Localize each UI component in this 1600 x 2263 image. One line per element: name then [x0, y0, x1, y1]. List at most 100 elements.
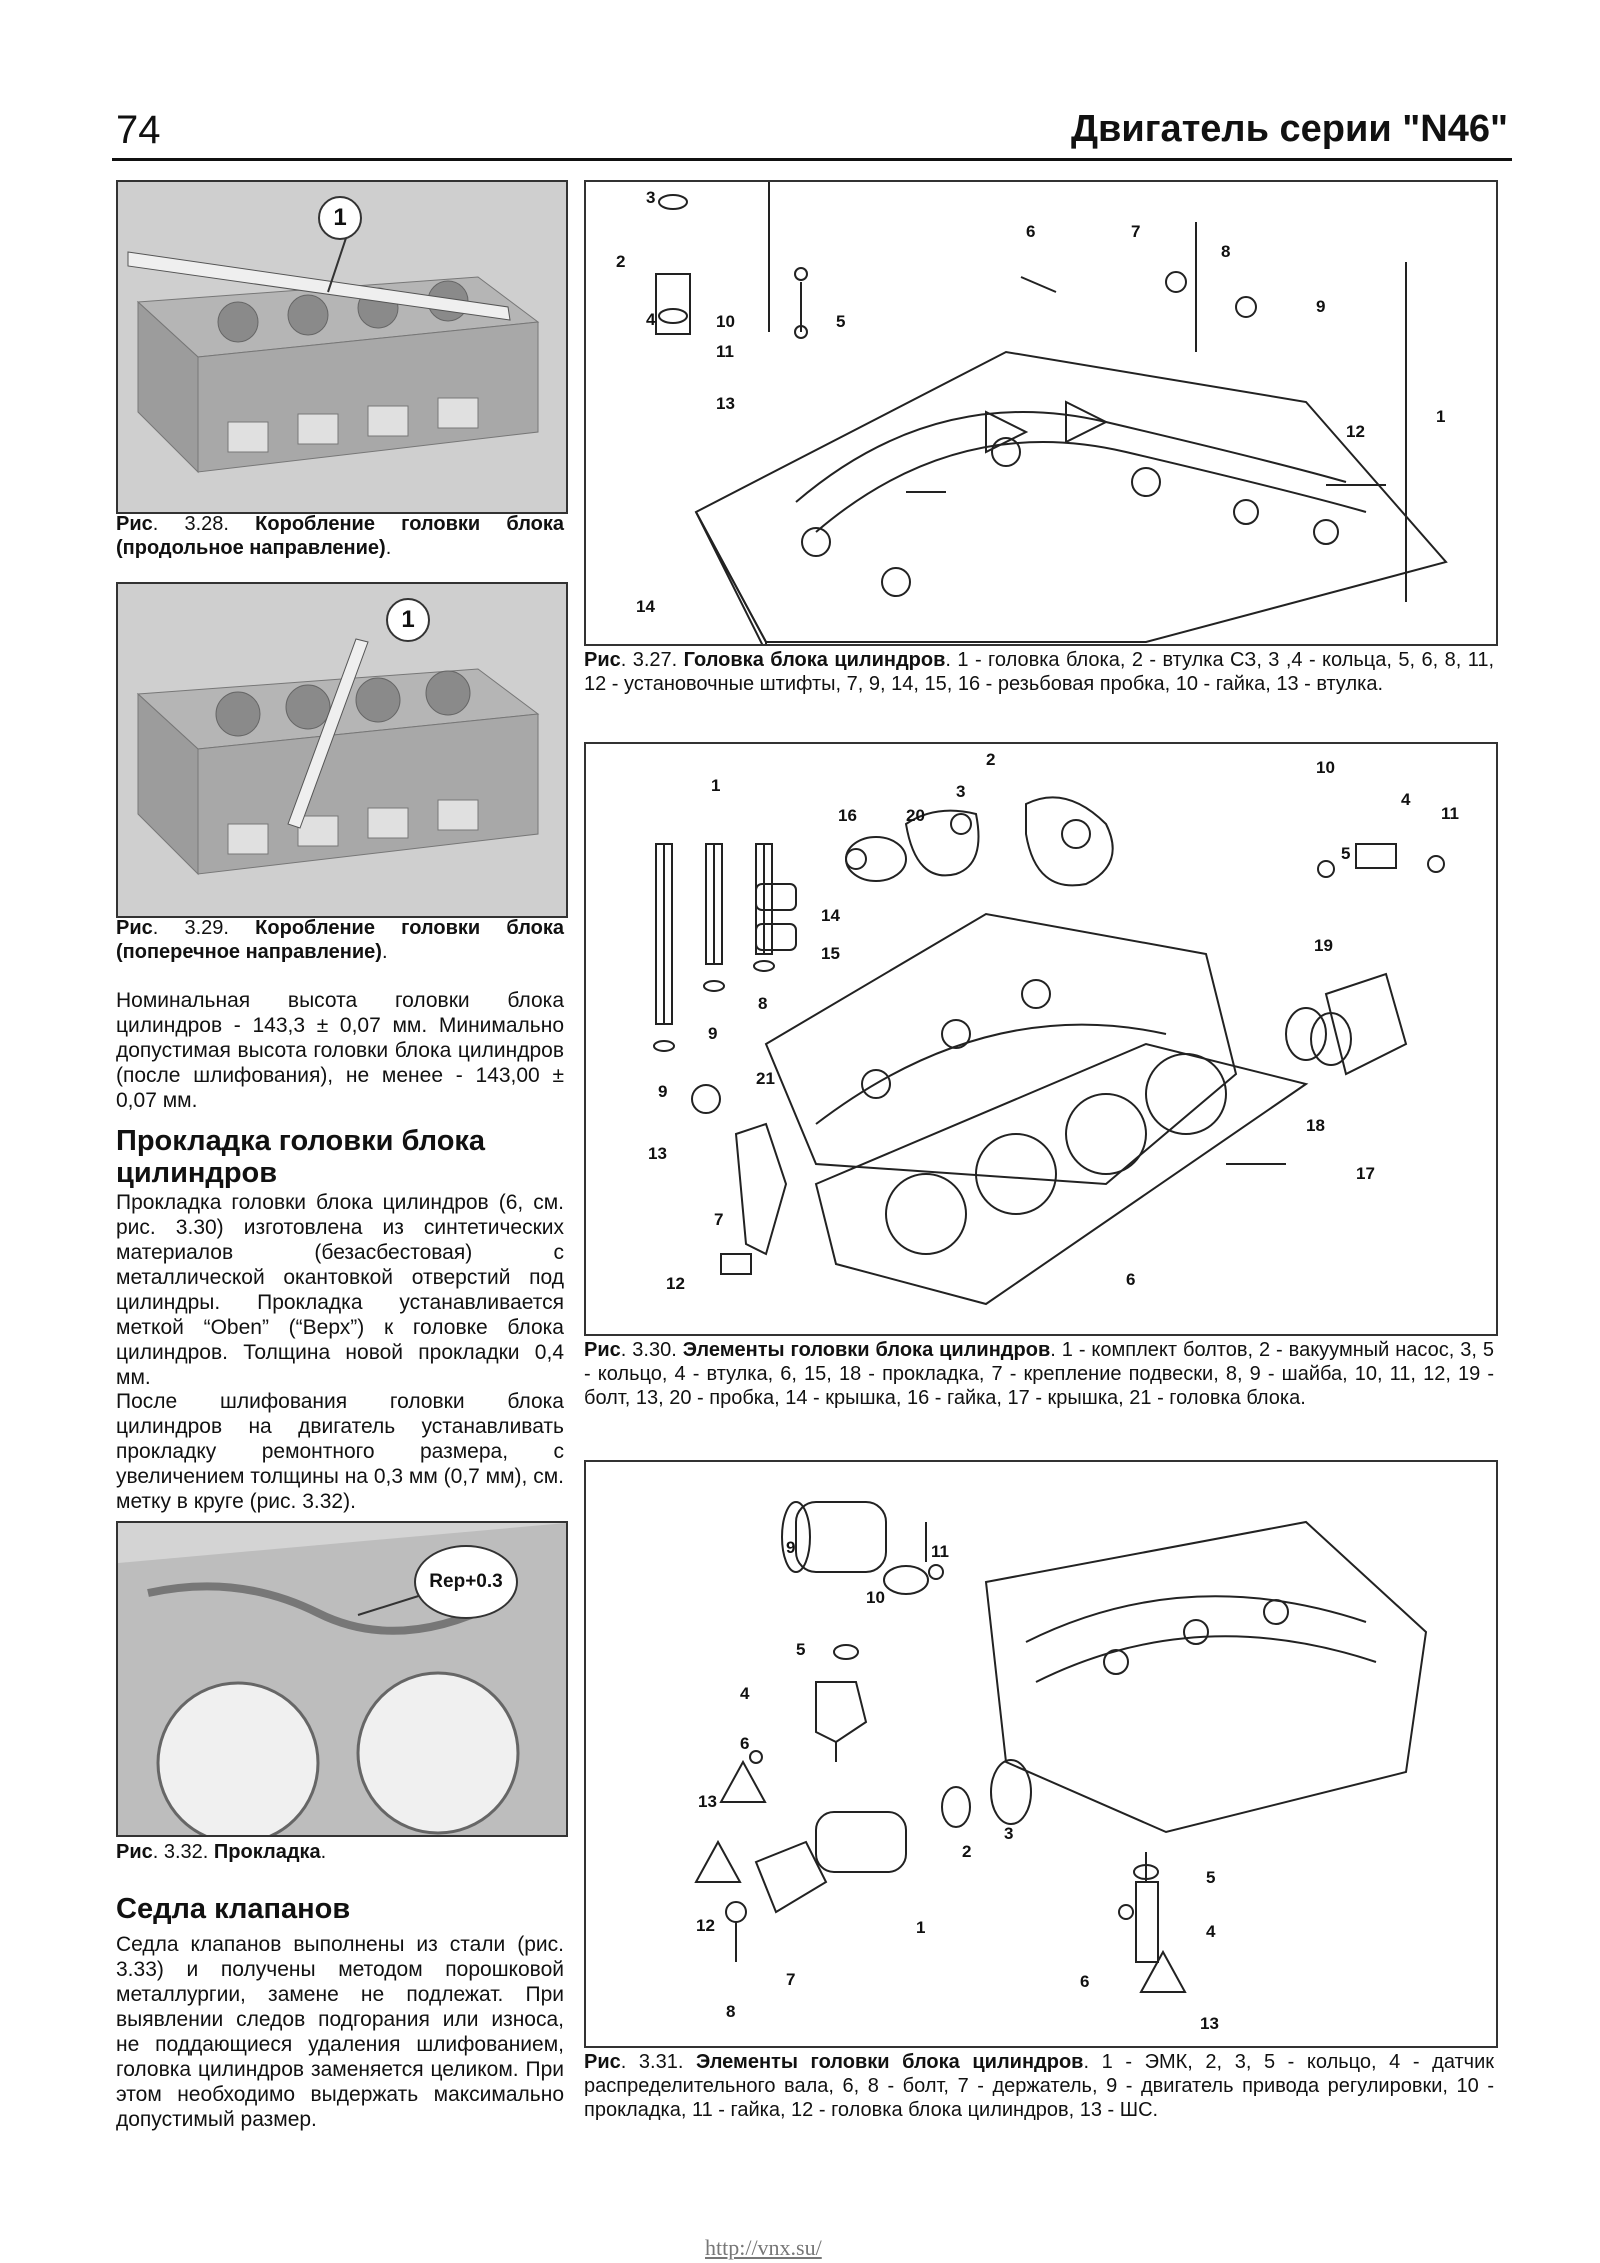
part-label: 3 [1004, 1824, 1014, 1843]
figure-3-30-diagram: 1 16 20 2 3 10 4 11 5 14 15 19 8 9 9 21 … [584, 742, 1498, 1336]
caption-number: . 3.32. [152, 1841, 214, 1863]
part-label: 6 [1080, 1972, 1090, 1991]
figure-3-32-caption: Рис. 3.32. Прокладка. [116, 1840, 564, 1864]
caption-body: . 1 - комплект болтов, 2 - вакуумный нас… [584, 1339, 1495, 1409]
caption-prefix: Рис [116, 1841, 153, 1863]
caption-number: . 3.29. [152, 917, 256, 939]
part-label: 2 [962, 1842, 972, 1861]
part-label: 13 [1200, 2014, 1219, 2033]
caption-title: Прокладка [213, 1841, 321, 1863]
part-label: 6 [1126, 1270, 1136, 1289]
part-label: 6 [740, 1734, 750, 1753]
part-label: 4 [646, 310, 656, 329]
part-label: 5 [1341, 844, 1351, 863]
part-label: 11 [931, 1542, 949, 1561]
caption-title: Элементы головки блока цилиндров [696, 2051, 1084, 2073]
part-label: 13 [648, 1144, 667, 1163]
caption-title: Коробление головки блока (поперечное нап… [116, 917, 564, 963]
section-heading-valve-seats: Седла клапанов [116, 1893, 351, 1925]
part-label: 10 [716, 312, 735, 331]
part-label: 9 [1316, 297, 1326, 316]
gasket-paragraph-2: После шлифования головки блока цилиндров… [116, 1390, 564, 1513]
part-label: 5 [1206, 1868, 1216, 1887]
part-label: 6 [1026, 222, 1036, 241]
part-label: 2 [986, 750, 996, 769]
nominal-height-paragraph: Номинальная высота головки блока цилиндр… [116, 989, 564, 1112]
part-label: 2 [616, 252, 626, 271]
footer-url-link[interactable]: http://vnx.su/ [705, 2235, 822, 2260]
part-label: 19 [1314, 936, 1333, 955]
part-label: 11 [716, 342, 734, 361]
part-label: 12 [1346, 422, 1365, 441]
part-label: 12 [666, 1274, 685, 1293]
part-label: 11 [1441, 804, 1459, 823]
cylinder-head-components-diagram [653, 796, 1445, 1306]
part-label: 8 [758, 994, 768, 1013]
caption-number: . 3.27. [620, 649, 684, 671]
caption-end: . [320, 1841, 327, 1863]
caption-body: . 1 - ЭМК, 2, 3, 5 - кольцо, 4 - датчик … [584, 2051, 1494, 2121]
part-label: 18 [1306, 1116, 1325, 1135]
part-label: 12 [696, 1916, 715, 1935]
caption-prefix: Рис [584, 649, 621, 671]
part-label: 20 [906, 806, 925, 825]
part-label: 16 [838, 806, 857, 825]
figure-3-31-caption: Рис. 3.31. Элементы головки блока цилинд… [584, 2050, 1494, 2122]
figure-3-29-caption: Рис. 3.29. Коробление головки блока (поп… [116, 916, 564, 964]
part-label: 7 [786, 1970, 796, 1989]
part-label: 1 [711, 776, 721, 795]
caption-body: . 1 - головка блока, 2 - втулка СЗ, 3 ,4… [584, 649, 1495, 695]
caption-number: . 3.31. [620, 2051, 696, 2073]
caption-title: Головка блока цилиндров [683, 649, 946, 671]
callout-circle: 1 [318, 196, 362, 240]
figure-3-28-photo: 1 [116, 180, 568, 514]
caption-prefix: Рис [116, 513, 153, 535]
part-label: 9 [658, 1082, 668, 1101]
part-label: 4 [1401, 790, 1411, 809]
part-label: 1 [916, 1918, 926, 1937]
part-label: 3 [646, 188, 656, 207]
part-label: 15 [821, 944, 840, 963]
part-label: 7 [1131, 222, 1141, 241]
part-label: 8 [726, 2002, 736, 2021]
part-label: 21 [756, 1069, 775, 1088]
callout-circle: 1 [386, 598, 430, 642]
caption-end: . [381, 941, 388, 963]
valve-seats-paragraph: Седла клапанов выполнены из стали (рис. … [116, 1933, 564, 2131]
part-label: 9 [708, 1024, 718, 1043]
figure-3-32-photo: Rep+0.3 [116, 1521, 568, 1837]
part-label: 3 [956, 782, 966, 801]
part-label: 4 [1206, 1922, 1216, 1941]
figure-3-31-diagram: 9 11 10 5 4 6 13 3 2 1 12 7 8 5 4 6 13 [584, 1460, 1498, 2048]
part-label: 8 [1221, 242, 1231, 261]
part-label: 10 [866, 1588, 885, 1607]
caption-prefix: Рис [584, 1339, 621, 1361]
figure-3-30-caption: Рис. 3.30. Элементы головки блока цилинд… [584, 1338, 1494, 1410]
part-label: 10 [1316, 758, 1335, 777]
figure-3-28-caption: Рис. 3.28. Коробление головки блока (про… [116, 512, 564, 560]
cylinder-head-exploded-diagram [655, 182, 1448, 644]
part-label: 9 [786, 1538, 796, 1557]
caption-number: . 3.30. [620, 1339, 683, 1361]
caption-prefix: Рис [584, 2051, 621, 2073]
part-label: 14 [821, 906, 840, 925]
caption-prefix: Рис [116, 917, 153, 939]
part-label: 5 [836, 312, 846, 331]
part-label: 1 [1436, 407, 1446, 426]
part-label: 7 [714, 1210, 724, 1229]
caption-title: Элементы головки блока цилиндров [682, 1339, 1051, 1361]
camshaft-sensor-components-diagram [694, 1501, 1428, 1993]
gasket-paragraph-1: Прокладка головки блока цилиндров (6, см… [116, 1191, 564, 1389]
part-label: 13 [698, 1792, 717, 1811]
running-title: Двигатель серии "N46" [1070, 108, 1508, 150]
cylinder-head-transverse-illustration [118, 584, 566, 916]
part-label: 13 [716, 394, 735, 413]
caption-title: Коробление головки блока (продольное нап… [116, 513, 564, 559]
part-label: 14 [636, 597, 655, 616]
figure-3-27-caption: Рис. 3.27. Головка блока цилиндров. 1 - … [584, 648, 1494, 696]
figure-3-29-photo: 1 [116, 582, 568, 918]
part-label: 17 [1356, 1164, 1375, 1183]
caption-number: . 3.28. [152, 513, 256, 535]
figure-3-27-diagram: 3 2 4 6 7 8 9 10 5 11 13 1 12 14 [584, 180, 1498, 646]
part-label: 5 [796, 1640, 806, 1659]
